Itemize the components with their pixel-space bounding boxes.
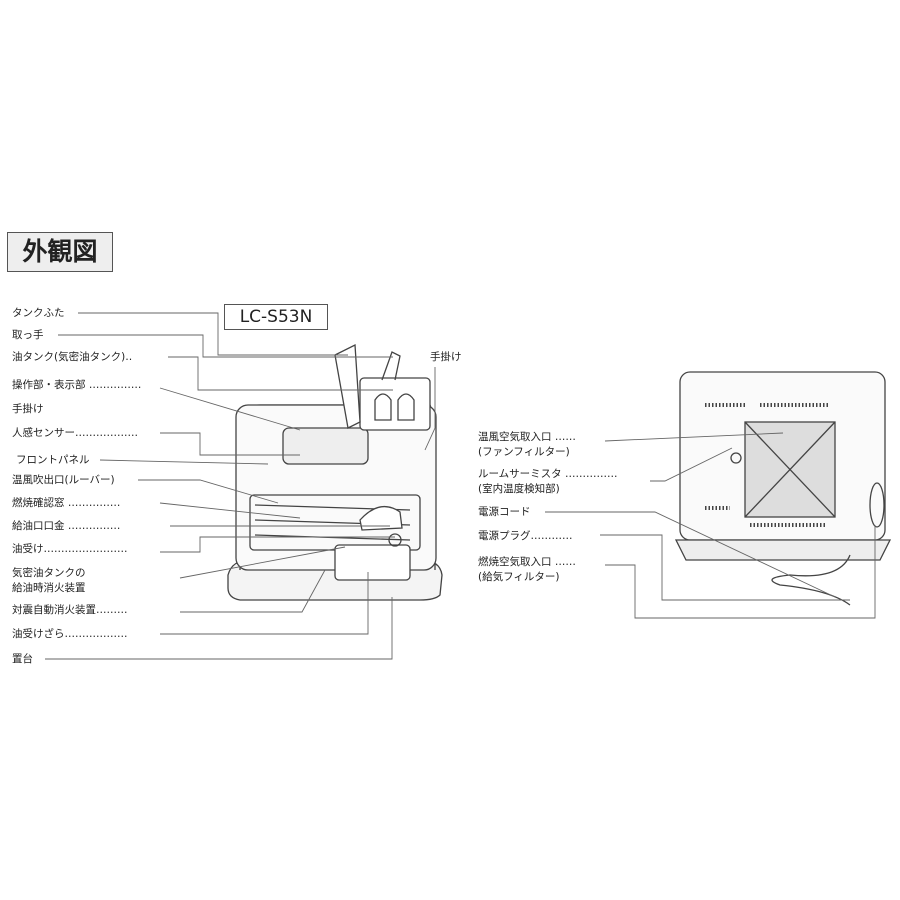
label-supply-filter: (給気フィルター) [478, 571, 560, 583]
label-power-plug: 電源プラグ………… [478, 530, 573, 542]
label-hand-grip: 手掛け [12, 403, 44, 415]
label-oil-tank: 油タンク(気密油タンク)‥ [12, 351, 133, 363]
label-hand-grip-right: 手掛け [430, 351, 462, 363]
label-tank-cap: タンクふた [12, 307, 65, 319]
leader-lines [45, 312, 876, 660]
label-room-temp-sensor: (室内温度検知部) [478, 483, 560, 495]
label-seismic-shutoff: 対震自動消火装置……… [12, 604, 128, 616]
label-power-cord: 電源コード [478, 506, 531, 518]
label-airtight-tank-2: 給油時消火装置 [12, 582, 86, 594]
label-base: 置台 [12, 653, 33, 665]
label-oil-tray: 油受けざら……………… [12, 628, 128, 640]
label-control-panel: 操作部・表示部 …………… [12, 379, 142, 391]
label-front-panel: フロントパネル [16, 454, 90, 466]
page-title: 外観図 [7, 232, 113, 272]
rear-heater-drawing [674, 371, 892, 606]
label-warm-air-intake: 温風空気取入口 …… [478, 431, 576, 443]
front-heater-drawing [227, 343, 443, 601]
label-fill-cap: 給油口口金 …………… [12, 520, 121, 532]
label-louver: 温風吹出口(ルーバー) [12, 474, 115, 486]
label-motion-sensor: 人感センサー……………… [12, 427, 138, 439]
model-label: LC-S53N [224, 304, 328, 330]
label-combustion-window: 燃焼確認窓 …………… [12, 497, 121, 509]
label-airtight-tank-1: 気密油タンクの [12, 567, 86, 579]
label-combustion-air-intake: 燃焼空気取入口 …… [478, 556, 576, 568]
label-fan-filter: (ファンフィルター) [478, 446, 570, 458]
label-handle: 取っ手 [12, 329, 44, 341]
label-room-thermistor: ルームサーミスタ …………… [478, 468, 618, 480]
label-oil-receiver: 油受け…………………… [12, 543, 128, 555]
